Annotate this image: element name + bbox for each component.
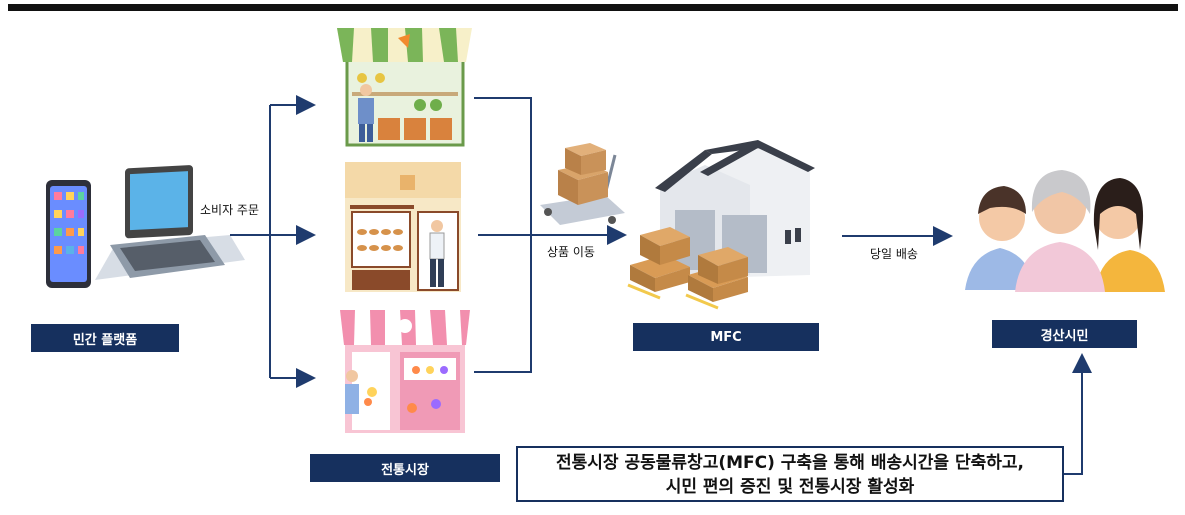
- citizens-icon: [965, 170, 1165, 292]
- edge-label-delivery: 당일 배송: [870, 247, 918, 261]
- callout-line-2: 시민 편의 증진 및 전통시장 활성화: [665, 477, 915, 497]
- callout-line-1: 전통시장 공동물류창고(MFC) 구축을 통해 배송시간을 단축하고,: [556, 453, 1024, 473]
- bakery-store-icon: [345, 162, 461, 292]
- edge-label-order: 소비자 주문: [200, 203, 260, 217]
- callout-arrow: [1064, 353, 1092, 475]
- tablet-laptop-icon: [46, 165, 245, 288]
- mfc-label: MFC: [633, 323, 819, 351]
- boxes-trolley-icon: [540, 143, 625, 225]
- edge-label-move: 상품 이동: [547, 245, 595, 259]
- summary-callout: 전통시장 공동물류창고(MFC) 구축을 통해 배송시간을 단축하고, 시민 편…: [516, 446, 1064, 502]
- grocery-store-icon: [337, 28, 472, 147]
- market-label: 전통시장: [310, 454, 500, 482]
- top-rule: [8, 4, 1178, 11]
- warehouse-icon: [627, 140, 815, 310]
- citizens-label: 경산시민: [992, 320, 1137, 348]
- flower-shop-icon: [340, 310, 470, 433]
- platform-label: 민간 플랫폼: [31, 324, 179, 352]
